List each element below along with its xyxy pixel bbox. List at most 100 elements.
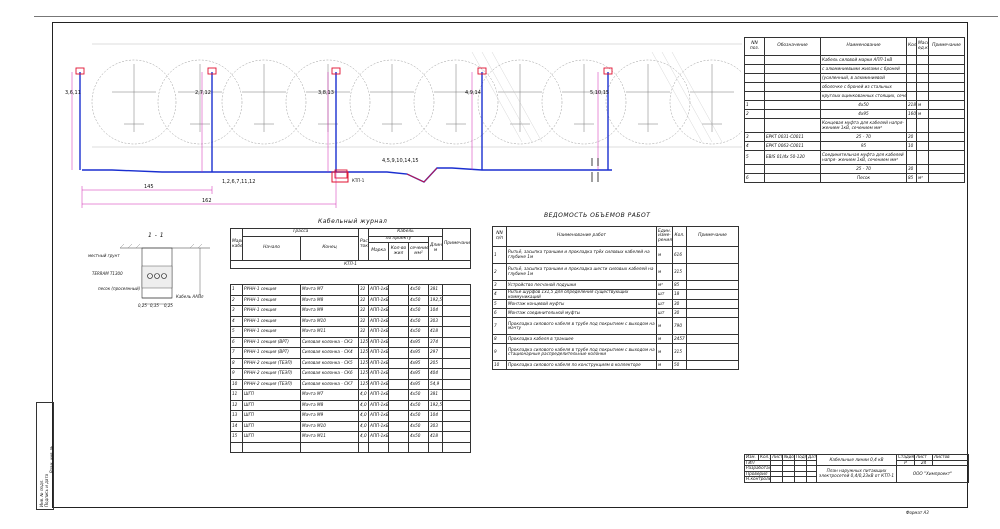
works-cell: 2	[492, 263, 507, 281]
seg-label-4: 4,9,14	[465, 90, 481, 96]
journal-cell: Силовая колонка - СК7	[300, 378, 359, 390]
works-cell: Прокладка силового кабеля по конструкция…	[506, 360, 657, 371]
dim-145: 145	[144, 184, 154, 190]
ktp-box	[331, 171, 349, 183]
works-cell: 30	[672, 299, 687, 310]
stamp-h-date: Дата	[806, 454, 817, 461]
journal-cell: 104	[428, 410, 443, 422]
journal-cell: 32	[358, 326, 369, 338]
journal-cell: АПП-1кВ	[368, 420, 389, 432]
works-cell: 10	[492, 360, 507, 371]
journal-cell: 303	[428, 315, 443, 327]
stamp-c-sheets: Листов	[932, 454, 969, 461]
journal-cell: 4х50	[408, 389, 429, 401]
works-cell: 315	[672, 263, 687, 281]
dim-162: 162	[202, 198, 212, 204]
journal-cell: 125	[358, 357, 369, 369]
journal-cell: 4х50	[408, 315, 429, 327]
site-plan: 3,6,11 2,7,12 3,8,13 4,9,14 5,10,15 4,5,…	[65, 43, 742, 208]
section-dim-3: 0,25	[164, 303, 173, 308]
spec-hdr-note: Примечание	[928, 37, 965, 56]
journal-cell: АПП-1кВ	[368, 399, 389, 411]
spec-hdr-qty: Кол.	[906, 37, 917, 56]
spec-intro-4: оболочке с броней из стальных	[820, 82, 907, 92]
works-cell: м	[656, 263, 673, 281]
journal-cell: 8	[230, 357, 243, 369]
journal-hdr-mark: Марка	[368, 242, 389, 261]
journal-title: Кабельный журнал	[318, 218, 388, 225]
journal-cell: 418	[428, 431, 443, 443]
journal-cell: 4х95	[408, 368, 429, 380]
journal-cell: РУНН-2 секция (ТЕЭП)	[242, 368, 301, 380]
journal-hdr-num: Маркировка кабеля	[230, 228, 243, 261]
journal-cell: 32	[358, 284, 369, 296]
journal-cell: РУНН-1 секция (ВРТ)	[242, 347, 301, 359]
journal-group: КТП-1	[230, 260, 471, 269]
stamp-role-4: Н.контроль	[744, 476, 771, 483]
works-cell: м	[656, 360, 673, 371]
journal-cell: АПП-1кВ	[368, 368, 389, 380]
works-cell: шт	[656, 299, 673, 310]
seg-label-5: 5,10,15	[590, 90, 609, 96]
aircraft-stands	[91, 59, 742, 145]
dimension-lines	[71, 72, 599, 208]
journal-cell: ШГП	[242, 431, 301, 443]
journal-cell: АПП-1кВ	[368, 315, 389, 327]
journal-cell: 12	[230, 399, 243, 411]
journal-cell: Силовая колонка - СК6	[300, 368, 359, 380]
journal-cell: 4х50	[408, 326, 429, 338]
journal-cell: 125	[358, 336, 369, 348]
works-cell: Монтаж концевой муфты	[506, 299, 657, 310]
journal-hdr-cores: Кол-во жил	[388, 242, 409, 261]
journal-cell: 4х50	[408, 294, 429, 306]
works-cell: 30	[672, 308, 687, 319]
section-dim-2: 0,35	[150, 303, 159, 308]
seg-label-2: 2,7,12	[195, 90, 211, 96]
journal-cell: 9	[230, 368, 243, 380]
works-cell: шт	[656, 288, 673, 301]
journal-cell: 6	[230, 336, 243, 348]
journal-cell: 14	[230, 420, 243, 432]
aircraft-silhouettes	[112, 64, 734, 132]
works-cell: 18	[672, 288, 687, 301]
section-title: 1 - 1	[148, 232, 165, 239]
stamp-h-doc: №док	[782, 454, 795, 461]
journal-cell: АПП-1кВ	[368, 431, 389, 443]
journal-cell: АПП-1кВ	[368, 347, 389, 359]
spec-table: NN поз. Обозначение Наименование Кол. Ма…	[744, 37, 965, 183]
works-cell: 9	[492, 343, 507, 362]
stamp-role-2: Разработал	[744, 465, 771, 472]
sheet-format: Формат А3	[906, 510, 929, 515]
journal-cell: 5	[230, 326, 243, 338]
journal-cell: 125	[358, 378, 369, 390]
journal-cell: 381	[428, 284, 443, 296]
journal-cell: 4х50	[408, 284, 429, 296]
works-cell: Рытьё, засыпка траншеи и прокладка трёх …	[506, 246, 657, 264]
drawing-frame	[52, 22, 968, 508]
journal-cell: 13	[230, 410, 243, 422]
journal-cell: 381	[428, 389, 443, 401]
stamp-org: ООО "Химпроект"	[896, 465, 969, 483]
journal-cell: 7	[230, 347, 243, 359]
journal-cell: Мачта М8	[300, 294, 359, 306]
journal-cell: АПП-1кВ	[368, 305, 389, 317]
journal-cell: 4х95	[408, 378, 429, 390]
journal-cell: 303	[428, 420, 443, 432]
journal-cell: 4,0	[358, 431, 369, 443]
journal-cell: 32	[358, 315, 369, 327]
journal-cell: 297	[428, 347, 443, 359]
